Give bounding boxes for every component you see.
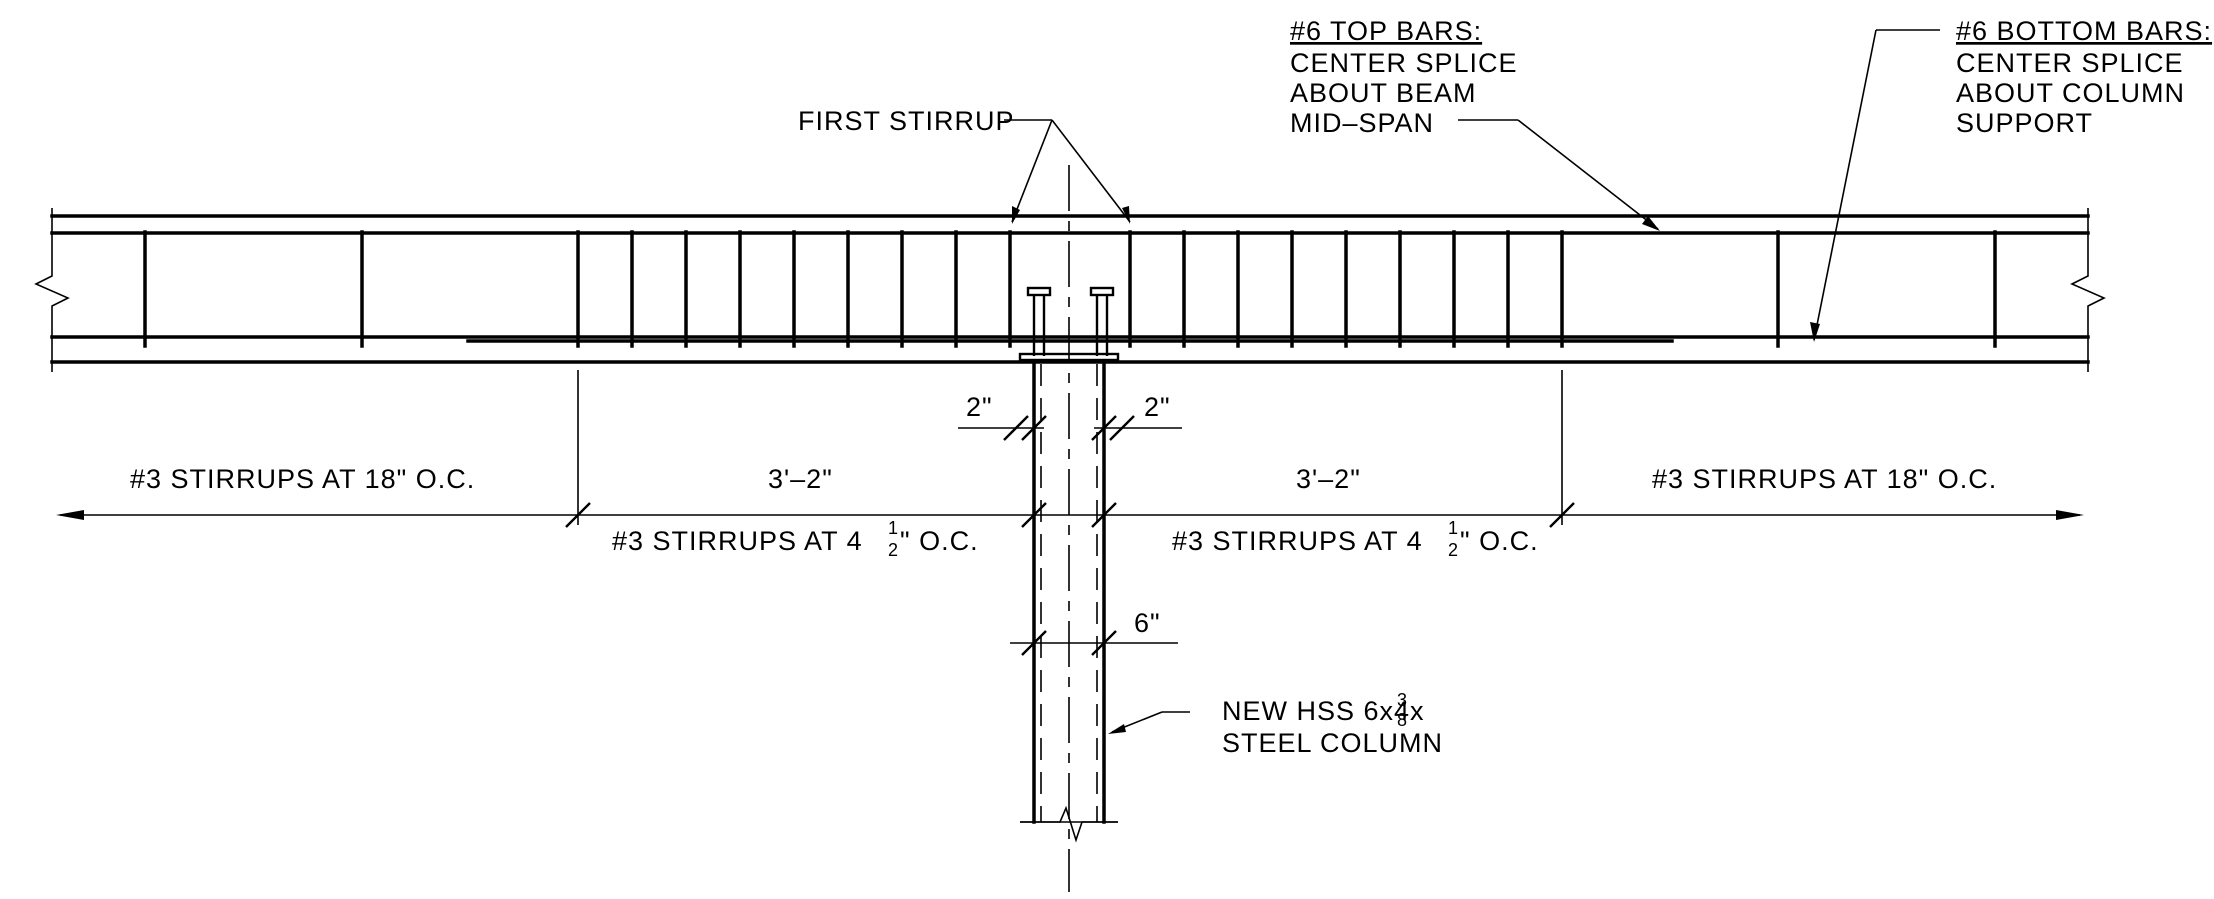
- dimension-left-inner: 3'–2": [768, 464, 833, 494]
- svg-text:8: 8: [1397, 710, 1408, 730]
- column-note: NEW HSS 6x4x 3 8 STEEL COLUMN: [1222, 690, 1443, 758]
- svg-text:3: 3: [1397, 690, 1408, 710]
- svg-text:" O.C.: " O.C.: [1460, 526, 1539, 556]
- stirrups: [143, 230, 1997, 348]
- svg-text:#3 STIRRUPS AT 4: #3 STIRRUPS AT 4: [1172, 526, 1423, 556]
- bottom-bars-note: #6 BOTTOM BARS: CENTER SPLICE ABOUT COLU…: [1956, 16, 2212, 138]
- edge-dimension-right: 2": [1144, 392, 1171, 422]
- svg-text:SUPPORT: SUPPORT: [1956, 108, 2093, 138]
- beam-outline: [34, 208, 2106, 372]
- svg-text:1: 1: [888, 518, 899, 538]
- steel-column: [1020, 360, 1118, 843]
- svg-text:CENTER SPLICE: CENTER SPLICE: [1956, 48, 2184, 78]
- svg-text:" O.C.: " O.C.: [900, 526, 979, 556]
- svg-text:1: 1: [1448, 518, 1459, 538]
- break-symbol-right: [2070, 232, 2106, 346]
- svg-text:2: 2: [1448, 540, 1459, 560]
- svg-text:2: 2: [888, 540, 899, 560]
- edge-dimension-left: 2": [966, 392, 993, 422]
- dimension-line-main: [56, 370, 2084, 528]
- stirrups-inner-left-label: #3 STIRRUPS AT 4 1 2 " O.C.: [612, 518, 979, 560]
- column-width-label: 6": [1134, 608, 1161, 638]
- stirrups-outer-left-label: #3 STIRRUPS AT 18" O.C.: [130, 464, 475, 494]
- dimension-right-inner: 3'–2": [1296, 464, 1361, 494]
- top-bars-note: #6 TOP BARS: CENTER SPLICE ABOUT BEAM MI…: [1290, 16, 1518, 138]
- svg-text:#3 STIRRUPS AT 4: #3 STIRRUPS AT 4: [612, 526, 863, 556]
- bottom-bars: [50, 335, 2090, 343]
- svg-text:ABOUT COLUMN: ABOUT COLUMN: [1956, 78, 2185, 108]
- svg-text:STEEL COLUMN: STEEL COLUMN: [1222, 728, 1443, 758]
- svg-text:CENTER SPLICE: CENTER SPLICE: [1290, 48, 1518, 78]
- edge-dimensions: [958, 415, 1182, 441]
- svg-text:NEW HSS 6x4x: NEW HSS 6x4x: [1222, 696, 1425, 726]
- svg-text:#6 TOP BARS:: #6 TOP BARS:: [1290, 16, 1482, 46]
- first-stirrup-label: FIRST STIRRUP: [798, 106, 1015, 136]
- break-symbol-left: [34, 232, 70, 346]
- stirrups-inner-right-label: #3 STIRRUPS AT 4 1 2 " O.C.: [1172, 518, 1539, 560]
- stirrups-outer-right-label: #3 STIRRUPS AT 18" O.C.: [1652, 464, 1997, 494]
- svg-text:ABOUT BEAM: ABOUT BEAM: [1290, 78, 1477, 108]
- leader-lines: [1004, 29, 1940, 734]
- column-width-dimension: [1010, 630, 1178, 656]
- svg-text:#6 BOTTOM BARS:: #6 BOTTOM BARS:: [1956, 16, 2212, 46]
- svg-text:MID–SPAN: MID–SPAN: [1290, 108, 1434, 138]
- column-break-symbol: [1020, 805, 1118, 843]
